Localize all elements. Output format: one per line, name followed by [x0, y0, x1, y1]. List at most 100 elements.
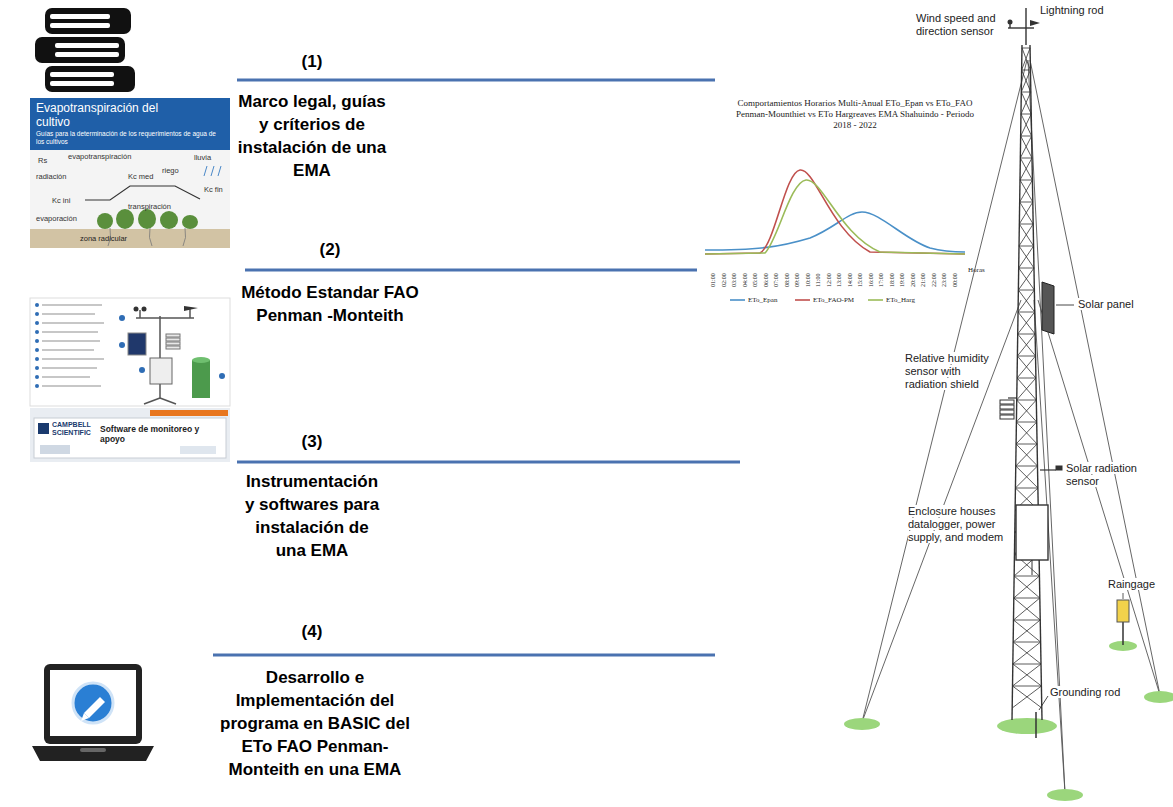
instrumentation-image [30, 298, 230, 406]
ground-pad [844, 641, 1173, 801]
books-icon [50, 81, 114, 86]
figure-label: Kc med [128, 172, 153, 181]
figure-label: zona radicular [80, 234, 127, 243]
hour-tick-box: 01:00 [710, 273, 717, 287]
tower [1025, 8, 1026, 45]
instrumentation-image [219, 373, 225, 379]
stage-line [245, 269, 697, 272]
figure-label-box: Kc fin [204, 185, 230, 194]
hour-tick-box: 19:00 [899, 273, 906, 287]
instrumentation-image [119, 315, 125, 321]
instrumentation-image [128, 333, 146, 355]
part-label: Solar radiation sensor [1066, 462, 1137, 487]
solar-panel [1042, 282, 1054, 334]
axis-label: Horas [968, 266, 985, 274]
hour-tick: 04:00 [742, 273, 748, 287]
enclosure [1032, 560, 1033, 575]
book-cover [97, 209, 198, 229]
step-number: (4) [302, 622, 323, 641]
instrumentation-image [159, 316, 161, 398]
part-label-box: Solar radiation sensor [1066, 462, 1166, 488]
instrumentation-image [35, 321, 39, 325]
line-chart [705, 170, 965, 254]
instrumentation-image [166, 338, 180, 341]
figure-label-box: riego [162, 166, 192, 175]
instrumentation-image [42, 304, 102, 306]
hour-tick: 18:00 [889, 273, 895, 287]
chart-title-box: Comportamientos Horarios Multi-Anual ETo… [735, 98, 975, 131]
cover-subtitle-box: Guías para la determinación de los reque… [36, 130, 226, 146]
hour-tick: 03:00 [731, 273, 737, 287]
step-number-box: (1) [262, 52, 362, 72]
legend-sample [868, 299, 883, 301]
part-label: Enclosure houses datalogger, power suppl… [908, 505, 1003, 543]
part-label-box: Raingage [1108, 578, 1168, 591]
instrumentation-image [136, 317, 194, 319]
books-icon [45, 66, 135, 92]
laptop-icon [50, 670, 136, 736]
tower [1009, 24, 1010, 28]
figure-label-box: zona radicular [80, 234, 160, 243]
step-text: Desarrollo e Implementación del programa… [220, 668, 410, 779]
figure-label-box: evapotranspiración [68, 152, 148, 161]
laptop-icon [32, 664, 154, 761]
instrumentation-image [35, 375, 39, 379]
figure-label: transpiración [128, 202, 171, 211]
wind-sensor [1008, 20, 1013, 25]
book-cover [204, 166, 221, 176]
instrumentation-image [42, 385, 101, 387]
instrumentation-image [35, 357, 39, 361]
humidity-sensor [1008, 397, 1017, 398]
instrumentation-image [35, 303, 39, 388]
step-number: (1) [302, 52, 323, 71]
legend-text-box: ETo_FAO-PM [813, 296, 854, 304]
hour-tick: 17:00 [878, 273, 884, 287]
figure-label-box: evaporación [36, 214, 92, 223]
step-number-box: (3) [262, 432, 362, 452]
hour-tick-box: 22:00 [931, 273, 938, 287]
hour-tick: 14:00 [847, 273, 853, 287]
enclosure [1016, 505, 1048, 560]
hour-tick-box: 09:00 [794, 273, 801, 287]
stage-line [213, 80, 740, 655]
software-image [38, 423, 49, 434]
instrumentation-image [35, 339, 39, 343]
instrumentation-image [30, 298, 230, 406]
enclosure [1016, 505, 1048, 575]
book-cover [183, 228, 186, 246]
hour-tick: 15:00 [857, 273, 863, 287]
tower [1012, 48, 1042, 708]
instrumentation-image [42, 331, 98, 333]
instrumentation-image [119, 315, 225, 379]
step-text: Instrumentación y softwares para instala… [245, 472, 379, 560]
book-cover [218, 166, 221, 176]
part-label: Relative humidity sensor with radiation … [905, 352, 989, 390]
instrumentation-image [184, 306, 198, 311]
book-cover [30, 98, 230, 248]
hour-tick: 22:00 [931, 273, 937, 287]
humidity-sensor [1000, 410, 1014, 414]
software-title-box: Software de monitoreo y apoyo [100, 424, 224, 444]
solar-panel [1056, 305, 1074, 306]
grounding-rod [1035, 712, 1037, 738]
hour-tick-box: 02:00 [721, 273, 728, 287]
books-icon [55, 52, 119, 57]
figure-label: radiación [36, 172, 66, 181]
hour-tick: 23:00 [941, 273, 947, 287]
stage-line [237, 79, 715, 82]
raingage [1117, 593, 1129, 645]
hour-tick: 07:00 [773, 273, 779, 287]
part-label-box: Lightning rod [1040, 4, 1130, 17]
hour-tick-box: 06:00 [763, 273, 770, 287]
instrumentation-image [166, 342, 180, 345]
logo-text: CAMPBELL SCIENTIFIC [52, 421, 91, 436]
figure-label: Kc fin [204, 185, 223, 194]
solar-radiation-sensor [1040, 466, 1062, 470]
wind-sensor [1008, 20, 1041, 27]
book-cover [149, 228, 152, 246]
legend-text: ETo_Epan [748, 296, 777, 304]
instrumentation-image [35, 348, 39, 352]
software-title: Software de monitoreo y apoyo [100, 424, 199, 444]
instrumentation-image [35, 312, 39, 316]
instrumentation-image [139, 310, 141, 318]
